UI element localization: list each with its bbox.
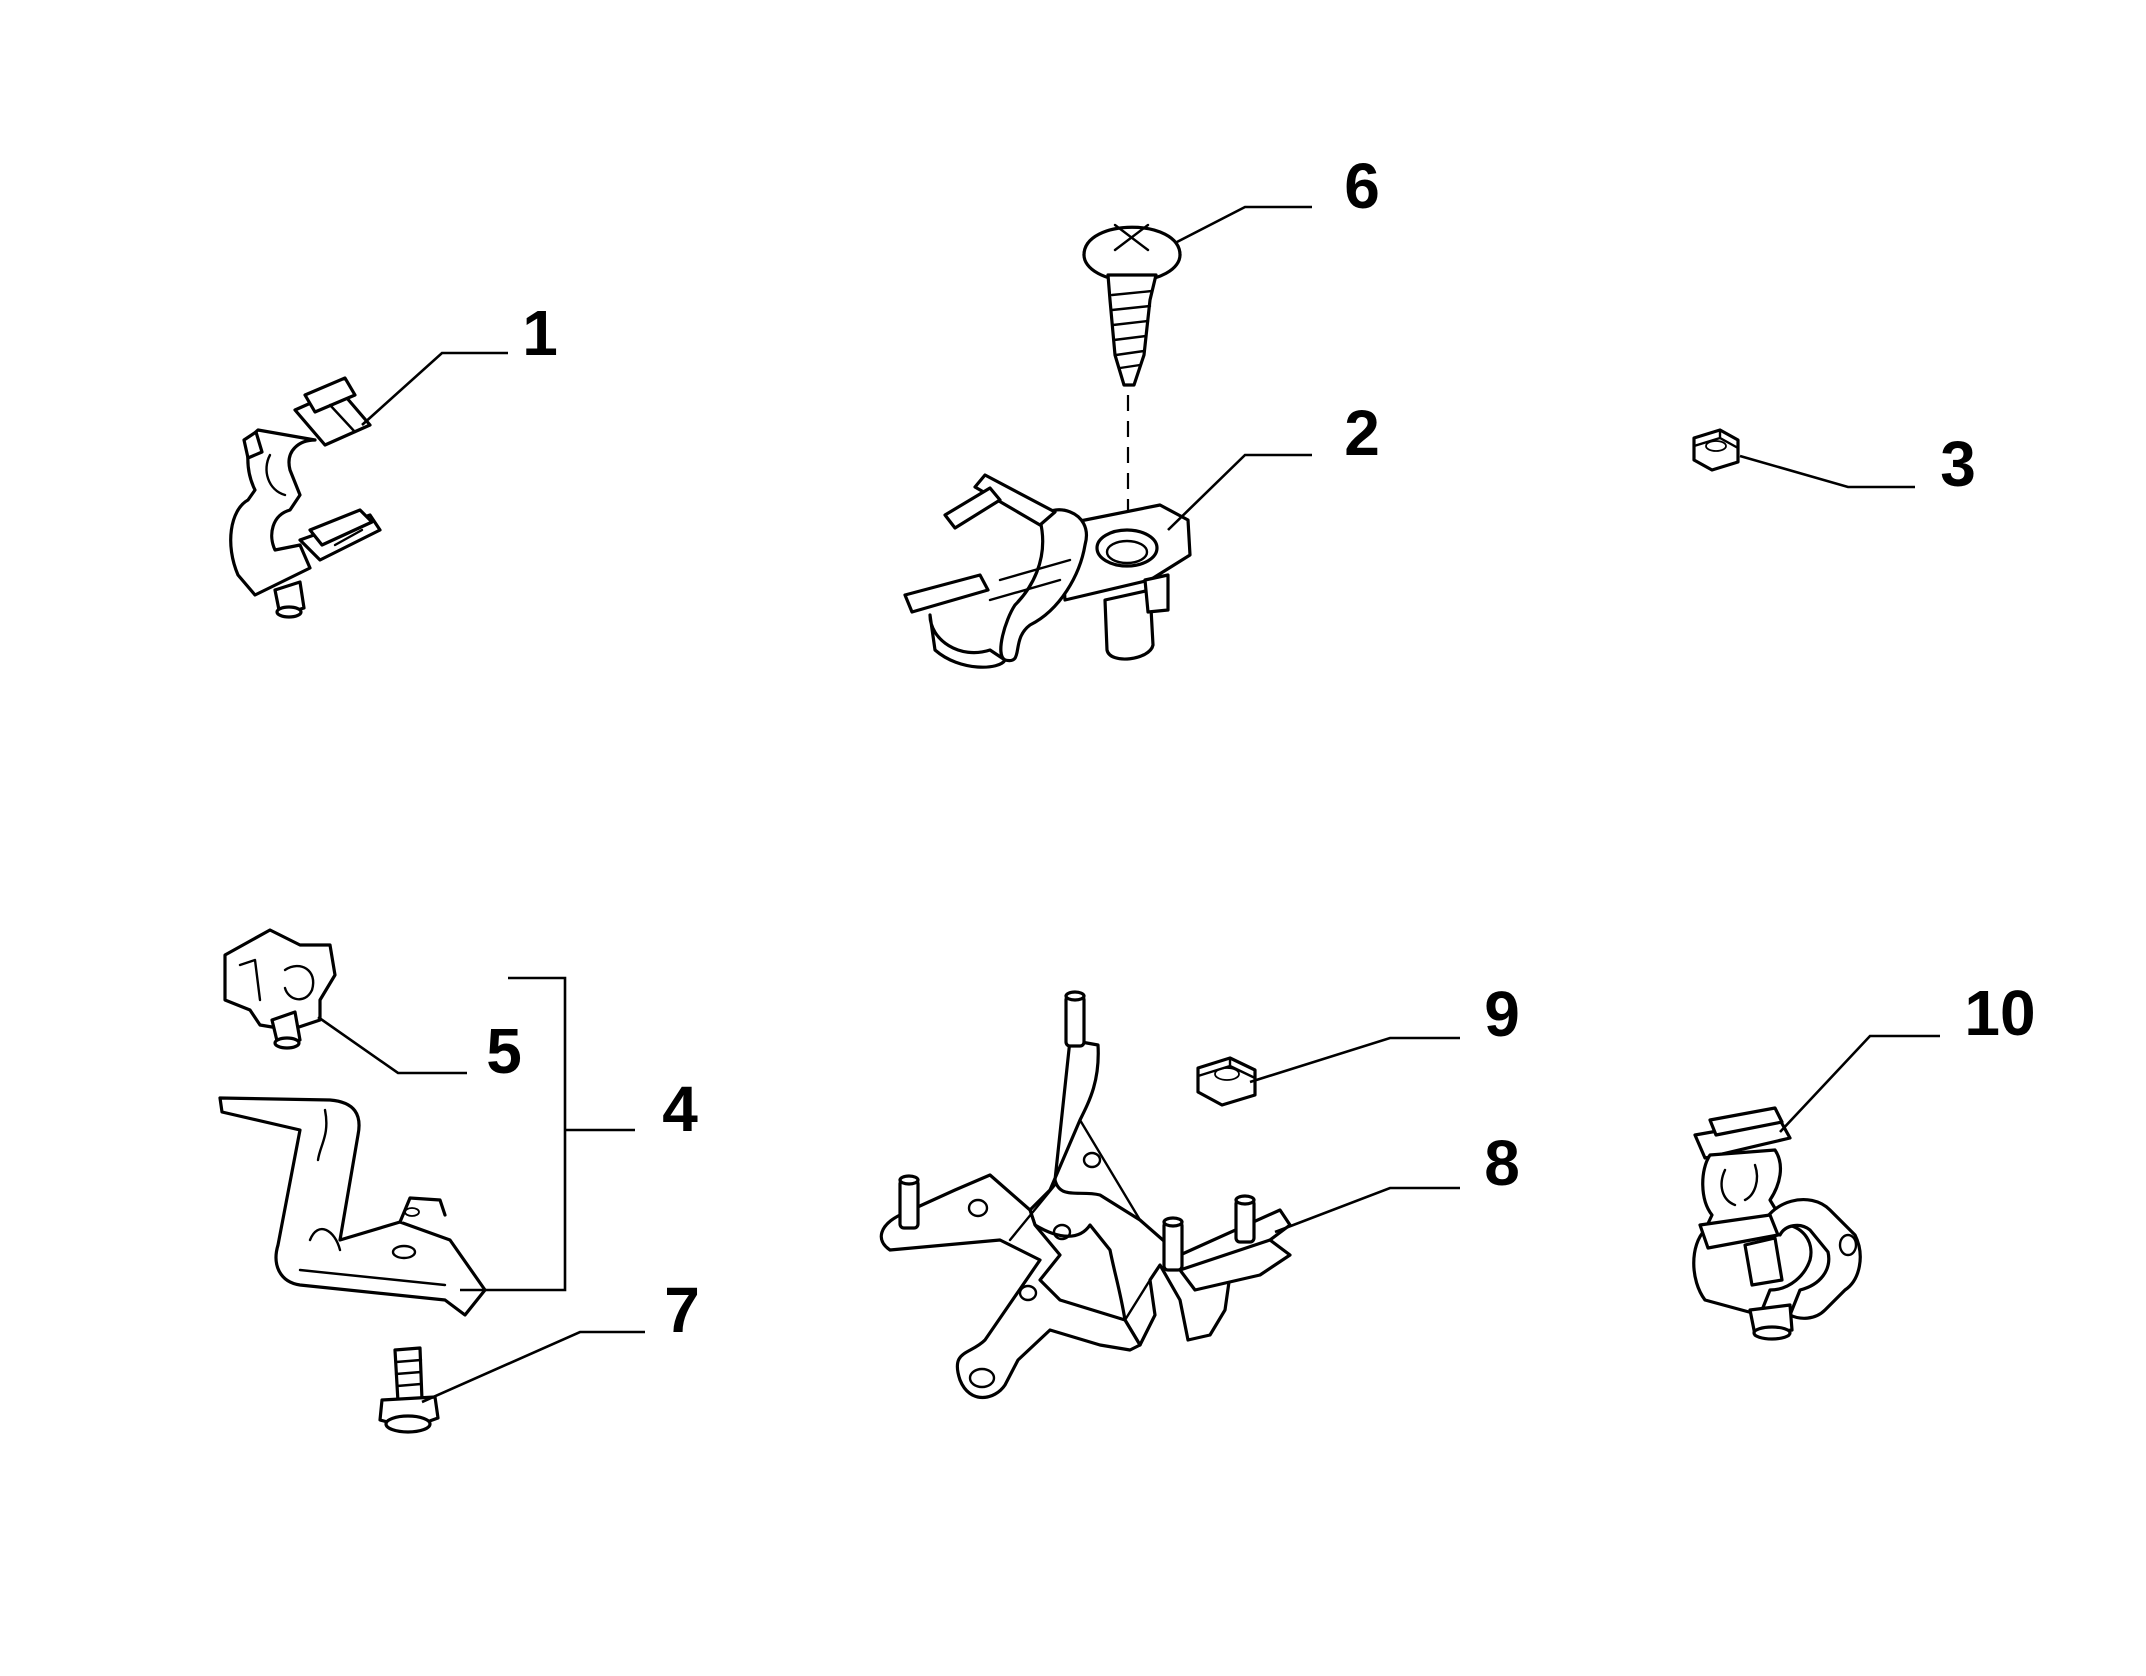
leader-3 xyxy=(1739,454,1915,489)
leader-10 xyxy=(1779,1034,1940,1133)
part-8-support-bracket[interactable] xyxy=(879,990,1292,1399)
callout-9: 9 xyxy=(1484,978,1520,1050)
part-1-pipe-clip[interactable] xyxy=(229,376,382,619)
part-7-bolt[interactable] xyxy=(378,1346,440,1434)
part-2-pipe-clip-bracket[interactable] xyxy=(903,473,1192,669)
part-4-bracket[interactable] xyxy=(218,1096,487,1317)
part-3-hex-nut[interactable] xyxy=(1692,428,1740,472)
part-6-screw[interactable] xyxy=(1082,223,1182,387)
bracket-4-line xyxy=(460,976,567,1292)
callout-2: 2 xyxy=(1344,397,1380,469)
leader-8 xyxy=(1274,1186,1460,1234)
leader-2 xyxy=(1167,453,1312,531)
callout-5: 5 xyxy=(486,1015,522,1087)
part-10-pipe-clip[interactable] xyxy=(1692,1106,1862,1341)
callout-10: 10 xyxy=(1964,977,2035,1049)
leader-5 xyxy=(317,1015,467,1075)
leader-9 xyxy=(1249,1036,1460,1084)
leader-1 xyxy=(361,351,508,426)
callout-8: 8 xyxy=(1484,1127,1520,1199)
callout-1: 1 xyxy=(522,297,558,369)
leader-7 xyxy=(421,1330,645,1404)
leader-6 xyxy=(1174,205,1312,245)
part-5-small-clip[interactable] xyxy=(223,928,337,1050)
callout-7: 7 xyxy=(664,1274,700,1346)
callout-4: 4 xyxy=(662,1073,698,1145)
callout-3: 3 xyxy=(1940,428,1976,500)
callout-6: 6 xyxy=(1344,150,1380,222)
part-9-hex-nut[interactable] xyxy=(1196,1056,1257,1107)
